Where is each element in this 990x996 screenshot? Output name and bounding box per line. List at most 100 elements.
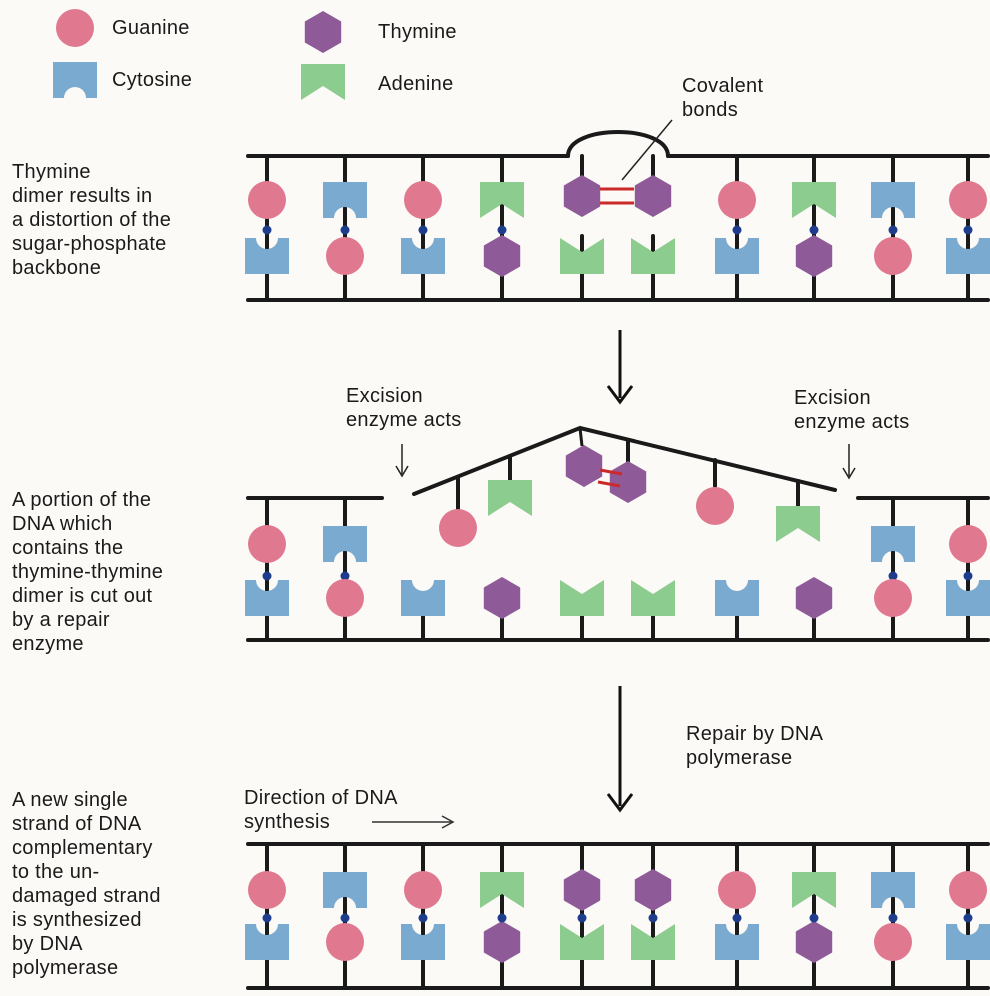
excision-left-label: Excision enzyme acts (346, 385, 462, 431)
covalent-bond (597, 480, 621, 488)
base-thymine-bottom (795, 921, 833, 963)
base-cytosine-bottom (715, 580, 759, 616)
base-thymine-top (563, 869, 601, 911)
base-cytosine-bottom (245, 580, 289, 616)
excised-base-adenine (776, 506, 820, 542)
guanine-icon (56, 9, 94, 47)
base-cytosine-bottom (245, 238, 289, 274)
base-guanine-top (949, 871, 987, 909)
base-cytosine-top (871, 526, 915, 562)
legend-guanine-label: Guanine (112, 17, 190, 39)
base-guanine-top (248, 525, 286, 563)
covalent-bond (599, 468, 623, 476)
base-thymine-bottom (795, 577, 833, 619)
thymine-icon (304, 11, 342, 53)
base-guanine-top (718, 181, 756, 219)
base-cytosine-bottom (715, 924, 759, 960)
base-adenine-bottom (560, 924, 604, 960)
base-cytosine-bottom (401, 238, 445, 274)
base-adenine-bottom (560, 580, 604, 616)
base-adenine-top (480, 872, 524, 908)
base-thymine-top (634, 869, 672, 911)
hydrogen-bond-dot (340, 571, 350, 581)
base-cytosine-bottom (946, 238, 990, 274)
hydrogen-bond-dot (963, 913, 973, 923)
hydrogen-bond-dot (963, 571, 973, 581)
base-thymine-bottom (795, 235, 833, 277)
base-guanine-bottom (326, 237, 364, 275)
hydrogen-bond-dot (809, 225, 819, 235)
down-arrow (606, 330, 634, 405)
hydrogen-bond-dot (888, 913, 898, 923)
hydrogen-bond-dot (577, 913, 587, 923)
base-cytosine-top (871, 182, 915, 218)
base-cytosine-top (323, 526, 367, 562)
base-adenine-bottom (631, 924, 675, 960)
excision-right-label: Excision enzyme acts (794, 387, 910, 433)
hydrogen-bond-dot (888, 225, 898, 235)
hydrogen-bond-dot (340, 225, 350, 235)
legend-thymine-label: Thymine (378, 21, 457, 43)
repair-label: Repair by DNA polymerase (686, 723, 824, 769)
base-adenine-bottom (631, 238, 675, 274)
base-thymine-top (563, 175, 601, 217)
legend (53, 9, 345, 100)
base-guanine-bottom (326, 579, 364, 617)
hydrogen-bond-dot (418, 225, 428, 235)
step2-caption: A portion of the DNA which contains the … (12, 489, 164, 655)
base-guanine-top (718, 871, 756, 909)
base-guanine-top (949, 181, 987, 219)
base-adenine-top (480, 182, 524, 218)
hydrogen-bond-dot (732, 913, 742, 923)
base-cytosine-bottom (401, 580, 445, 616)
excised-base-guanine (439, 509, 477, 547)
hydrogen-bond-dot (262, 571, 272, 581)
hydrogen-bond-dot (809, 913, 819, 923)
base-cytosine-bottom (715, 238, 759, 274)
excised-base-thymine (565, 445, 603, 487)
hydrogen-bond-dot (648, 913, 658, 923)
base-cytosine-top (323, 872, 367, 908)
base-guanine-bottom (874, 923, 912, 961)
base-guanine-bottom (874, 237, 912, 275)
panel-excised (245, 425, 990, 642)
covalent-label-leader (621, 119, 673, 181)
base-adenine-top (792, 872, 836, 908)
base-guanine-top (248, 871, 286, 909)
excised-base-guanine (696, 487, 734, 525)
hydrogen-bond-dot (340, 913, 350, 923)
down-arrow (606, 686, 634, 813)
cytosine-icon (53, 62, 97, 98)
hydrogen-bond-dot (497, 913, 507, 923)
base-guanine-top (248, 181, 286, 219)
panel-repaired (245, 842, 990, 990)
step3-caption: A new single strand of DNA complementary… (12, 789, 161, 979)
legend-cytosine-label: Cytosine (112, 69, 193, 91)
panel-distorted (245, 119, 990, 302)
hydrogen-bond-dot (963, 225, 973, 235)
base-guanine-bottom (326, 923, 364, 961)
hydrogen-bond-dot (262, 913, 272, 923)
base-thymine-bottom (483, 921, 521, 963)
adenine-icon (301, 64, 345, 100)
base-cytosine-top (871, 872, 915, 908)
base-adenine-bottom (560, 238, 604, 274)
base-adenine-top (792, 182, 836, 218)
hydrogen-bond-dot (497, 225, 507, 235)
step1-caption: Thymine dimer results in a distortion of… (12, 161, 172, 279)
excised-base-thymine (609, 461, 647, 503)
base-guanine-bottom (874, 579, 912, 617)
base-cytosine-bottom (946, 580, 990, 616)
base-cytosine-bottom (245, 924, 289, 960)
base-thymine-bottom (483, 235, 521, 277)
direction-arrow (372, 815, 455, 829)
legend-adenine-label: Adenine (378, 73, 454, 95)
hydrogen-bond-dot (418, 913, 428, 923)
excised-base-adenine (488, 480, 532, 516)
base-guanine-top (404, 181, 442, 219)
base-thymine-top (634, 175, 672, 217)
base-guanine-top (949, 525, 987, 563)
base-thymine-bottom (483, 577, 521, 619)
